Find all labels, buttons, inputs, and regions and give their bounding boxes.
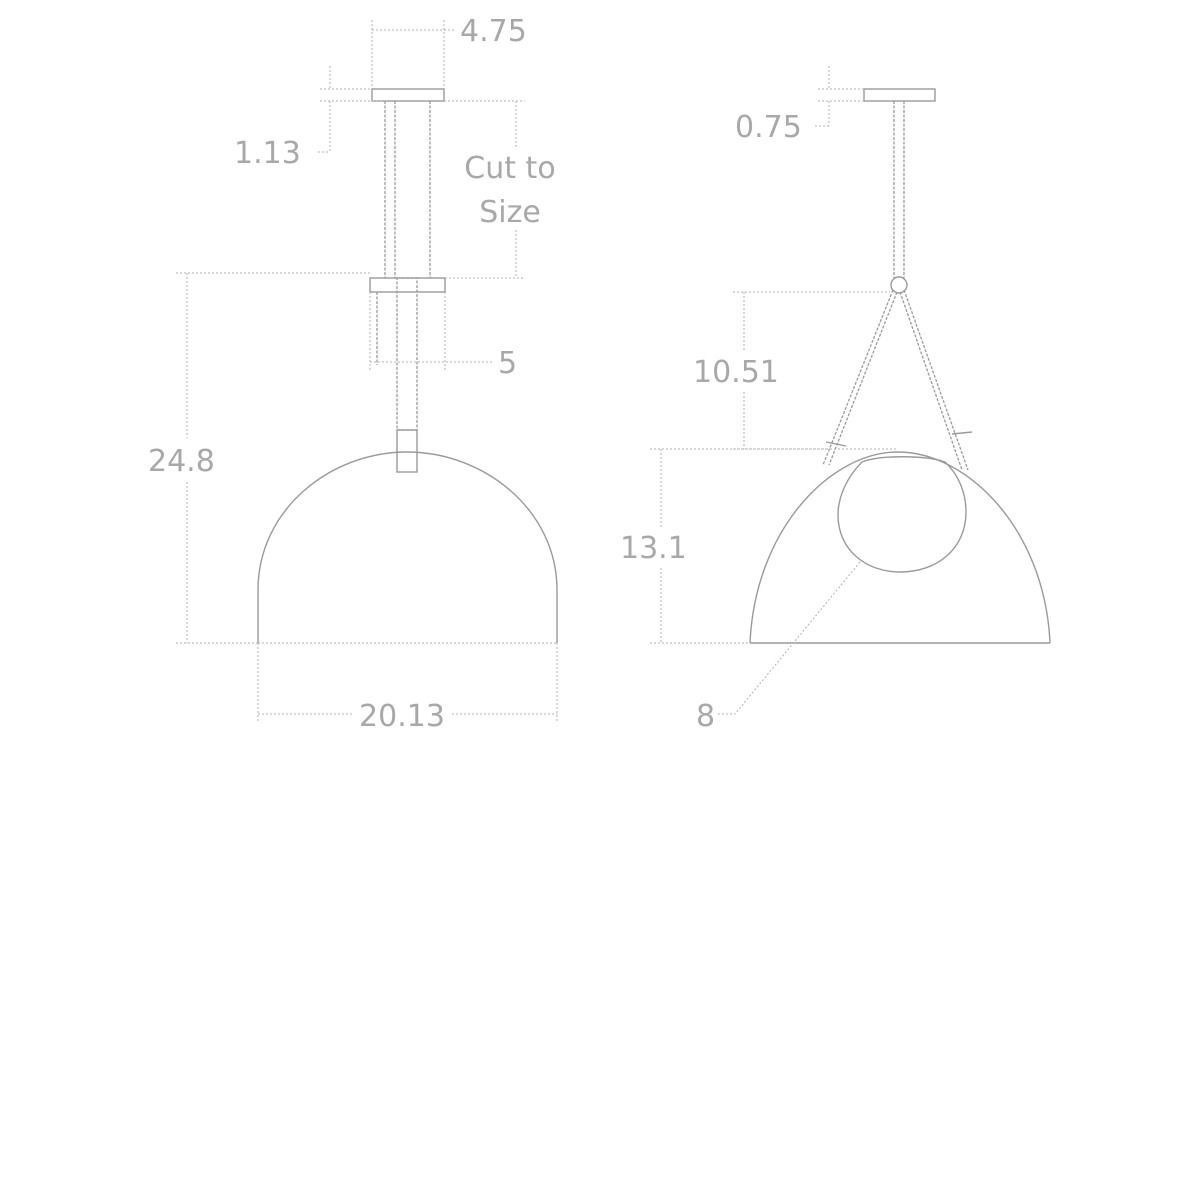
side-hook-ring (890, 276, 908, 294)
dim-canopy-height-label: 1.13 (234, 136, 301, 171)
dim-shade-width-label: 20.13 (359, 699, 445, 734)
dim-chain-drop-label: 10.51 (693, 355, 779, 390)
side-dome-shade (749, 451, 1051, 644)
front-view: 4.75 1.13 Cut to Size 5 24.8 20.13 (148, 14, 558, 734)
side-chain-left-b (828, 291, 898, 466)
side-opening (837, 456, 967, 573)
stem-note-line1: Cut to (464, 151, 555, 186)
front-canopy (371, 88, 445, 102)
side-view: 0.75 10.51 13.1 8 (620, 66, 1051, 734)
dim-collar-width-label: 5 (498, 346, 517, 381)
dim-overall-height-label: 24.8 (148, 444, 215, 479)
front-collar (369, 277, 446, 293)
side-chain-right-a (903, 289, 969, 471)
dim-opening-diameter-label: 8 (696, 699, 715, 734)
stem-note-line2: Size (479, 195, 541, 230)
side-clip-left (825, 441, 847, 447)
side-chain-right-b (899, 291, 963, 471)
dim-canopy-width-label: 4.75 (460, 14, 527, 49)
side-canopy (863, 88, 936, 102)
dim-side-shade-height-label: 13.1 (620, 531, 687, 566)
side-chain-left-a (822, 289, 894, 466)
dim-opening-leader (734, 561, 861, 715)
dim-side-canopy-label: 0.75 (735, 110, 802, 145)
side-clip-right (951, 431, 973, 435)
front-dome-shade (257, 451, 558, 643)
front-socket (396, 429, 418, 473)
front-lower-rod (396, 277, 418, 431)
